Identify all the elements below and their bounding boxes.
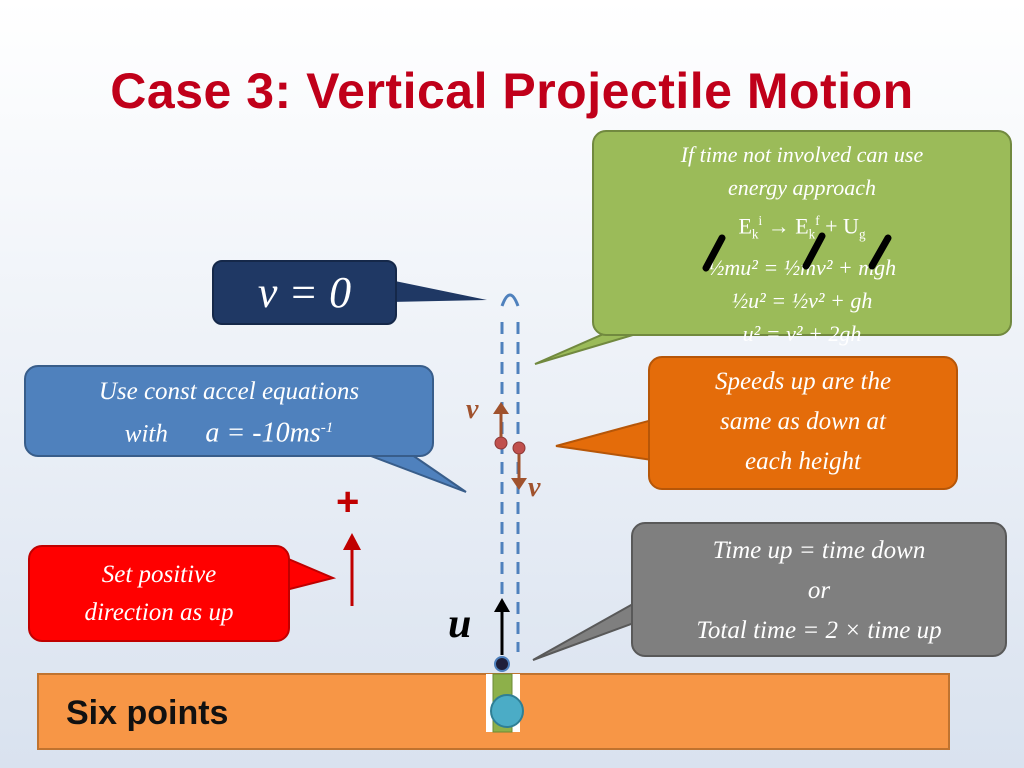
velocity-up-arrow-head (493, 402, 509, 414)
energy-approach-box: If time not involved can use energy appr… (592, 130, 1012, 346)
energy-line-6: u² = v² + 2gh (742, 320, 862, 346)
ball (490, 694, 524, 728)
energy-line-1: If time not involved can use (680, 142, 924, 167)
speeds-line-3: each height (745, 448, 861, 475)
time-line-2: or (807, 577, 831, 604)
positive-direction-head (343, 533, 361, 550)
time-line-1: Time up = time down (712, 537, 926, 564)
plus-sign-label: + (336, 480, 360, 524)
positive-line-2: direction as up (84, 599, 234, 626)
energy-line-3: Eki → Ekf + Ug (738, 213, 866, 242)
top-velocity-box: v = 0 (212, 260, 397, 325)
velocity-up-label: v (466, 394, 479, 425)
positive-direction-box: Set positive direction as up (28, 545, 290, 642)
const-accel-box: Use const accel equations with a = -10ms… (24, 365, 434, 457)
accel-line-2: with a = -10ms-1 (124, 417, 334, 449)
velocity-down-label: v (528, 472, 541, 503)
speeds-line-1: Speeds up are the (714, 368, 892, 395)
energy-line-2: energy approach (727, 175, 877, 200)
time-line-3: Total time = 2 × time up (696, 617, 942, 644)
velocity-down-arrow-head (511, 478, 527, 490)
accel-line-1: Use const accel equations (98, 378, 360, 405)
ground-label: Six points (66, 694, 229, 732)
time-box: Time up = time down or Total time = 2 × … (631, 522, 1007, 657)
initial-velocity-head (494, 598, 510, 612)
speeds-line-2: same as down at (720, 408, 886, 435)
energy-line-4: ½mu² = ½mv² + mgh (707, 254, 897, 280)
v0-callout-tail (390, 280, 487, 302)
launch-point (494, 656, 510, 672)
speeds-box: Speeds up are the same as down at each h… (648, 356, 958, 490)
path-apex (500, 293, 520, 307)
initial-velocity-label: u (448, 601, 472, 647)
energy-line-5: ½u² = ½v² + gh (731, 287, 873, 313)
slide-title: Case 3: Vertical Projectile Motion (110, 63, 914, 119)
positive-line-1: Set positive (101, 561, 217, 588)
